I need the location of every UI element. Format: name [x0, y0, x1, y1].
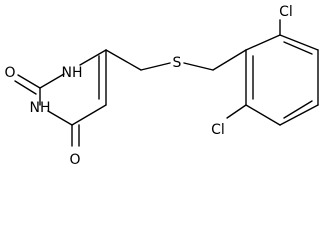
bond-c2-n1 [39, 73, 65, 89]
thioether-linker [105, 49, 247, 71]
atom-nh-n1: NH [62, 65, 83, 81]
atom-o-c4: O [69, 152, 80, 168]
atom-o-c2: O [4, 65, 15, 81]
bond-aryl-cl-bottom [226, 104, 247, 119]
atom-cl-bottom: Cl [211, 122, 225, 138]
atom-cl-top: Cl [279, 4, 293, 20]
carbonyl-c2 [14, 74, 41, 95]
bond-c5-c4 [71, 104, 107, 126]
carbonyl-c4 [71, 124, 80, 147]
bond-c6-ch2 [105, 49, 142, 71]
bond-ch2-aryl [212, 49, 247, 71]
bond-c4-n3 [47, 110, 73, 126]
pyrimidinedione-ring [39, 49, 107, 126]
bond-ch2-s [140, 62, 171, 71]
chemical-structure-diagram: O NH NH O S Cl Cl [4, 4, 319, 168]
bond-s-ch2 [183, 62, 214, 71]
atom-s: S [173, 55, 182, 71]
atom-nh-n3: NH [30, 100, 51, 116]
bond-n1-c6 [79, 49, 107, 66]
dichlorophenyl-ring [245, 34, 319, 126]
